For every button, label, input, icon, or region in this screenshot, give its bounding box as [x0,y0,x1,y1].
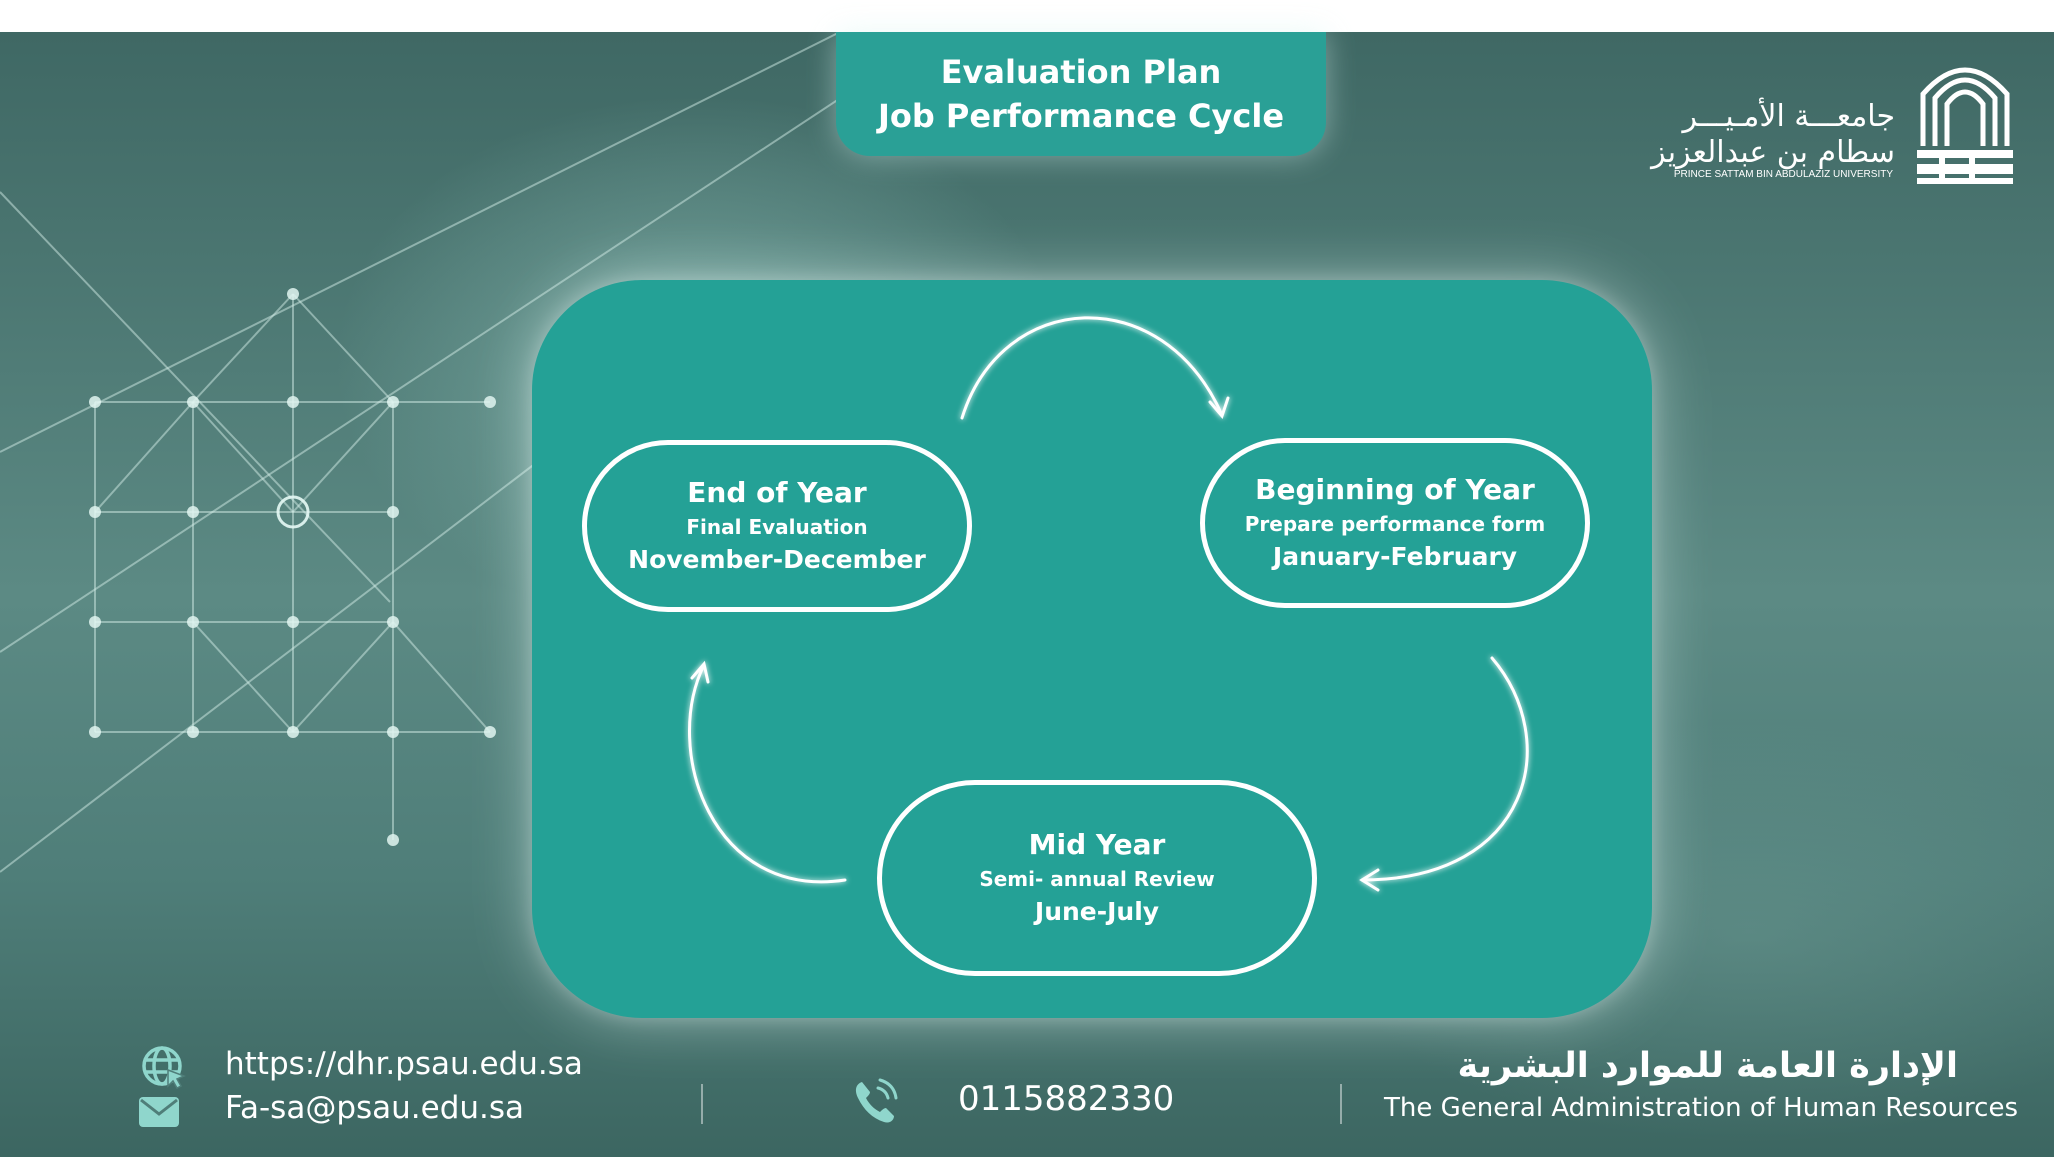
stage-description: Semi- annual Review [979,867,1215,891]
website-link[interactable]: https://dhr.psau.edu.sa [225,1046,583,1082]
stage-name: Beginning of Year [1255,473,1535,506]
curved-arrow-icon [688,663,847,884]
cycle-stage-beginning-of-year: Beginning of Year Prepare performance fo… [1200,438,1590,608]
phone-number[interactable]: 0115882330 [958,1079,1175,1119]
title-line-1: Evaluation Plan [940,53,1222,91]
stage-name: Mid Year [1028,828,1166,861]
footer-divider [701,1084,703,1124]
stage-period: January-February [1272,542,1518,571]
department-name-english: The General Administration of Human Reso… [1383,1093,2018,1123]
stage-description: Final Evaluation [686,515,868,539]
stage-period: June-July [1034,897,1160,926]
cycle-stage-end-of-year: End of Year Final Evaluation November-De… [582,440,972,612]
university-arch-icon [1917,67,2013,184]
department-name-arabic: الإدارة العامة للموارد البشرية [1457,1046,1958,1086]
phone-icon [855,1078,898,1123]
stage-period: November-December [628,545,926,574]
network-graphic [0,32,881,873]
title-box: Evaluation Plan Job Performance Cycle [836,32,1326,156]
logo-arabic-line-2: سطام بن عبدالعزيز [1651,135,1895,170]
logo-arabic-line-1: جامعـــة الأمـيـــر [1682,99,1896,134]
stage-name: End of Year [687,476,867,509]
envelope-icon [139,1097,179,1127]
cycle-stage-mid-year: Mid Year Semi- annual Review June-July [877,780,1317,976]
logo-english-name: PRINCE SATTAM BIN ABDULAZIZ UNIVERSITY [1673,169,1893,180]
curved-arrow-icon [1360,656,1529,882]
globe-icon [142,1046,186,1089]
university-logo: جامعـــة الأمـيـــر سطام بن عبدالعزيز PR… [1651,48,2015,188]
cycle-arrows [688,316,1529,892]
stage-description: Prepare performance form [1244,512,1546,536]
cycle-panel: End of Year Final Evaluation November-De… [532,280,1652,1018]
email-link[interactable]: Fa-sa@psau.edu.sa [225,1090,525,1126]
curved-arrow-icon [960,316,1224,420]
top-strip [0,0,2054,32]
title-line-2: Job Performance Cycle [877,97,1285,135]
footer-divider [1340,1084,1342,1124]
